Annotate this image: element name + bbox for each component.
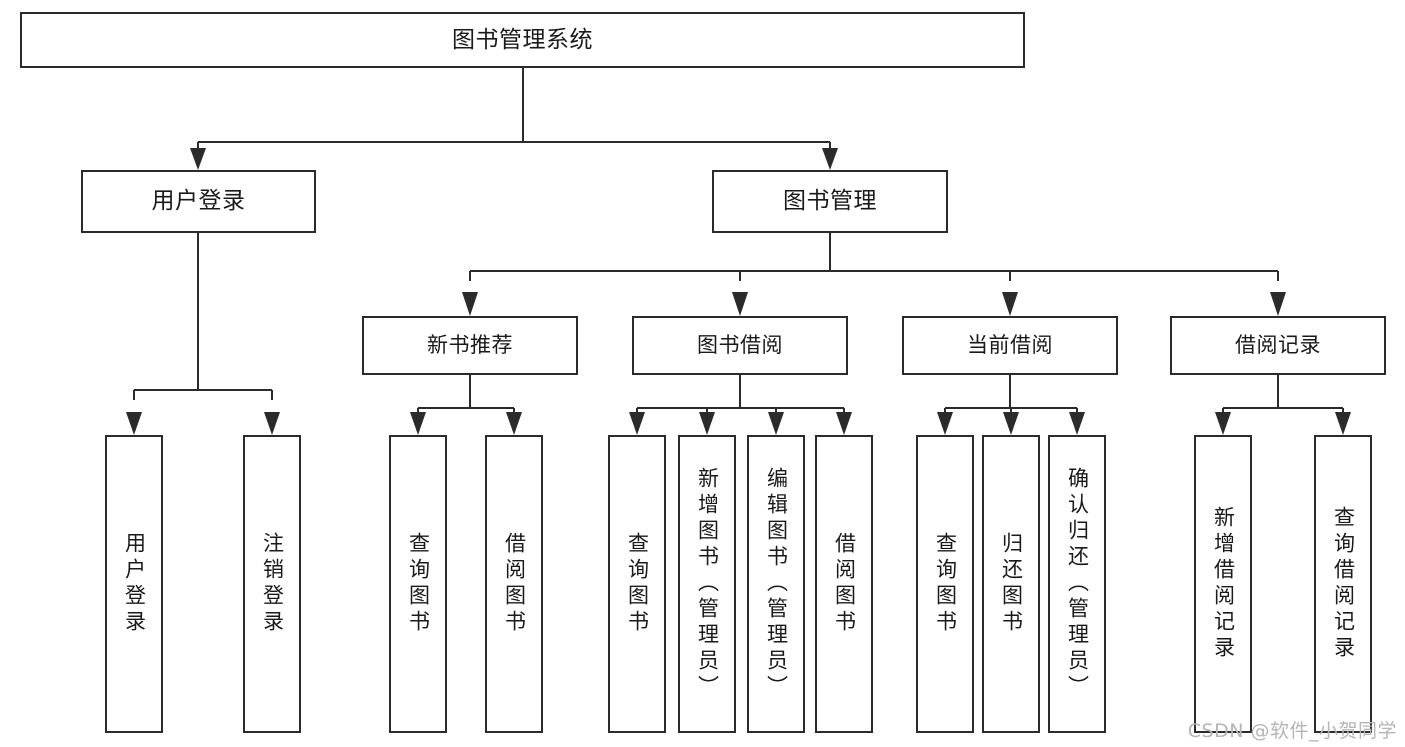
node-book-borrow-label: 图书借阅 [697, 333, 783, 358]
node-book-manage-label: 图书管理 [783, 188, 877, 215]
leaf-add-record[interactable]: 新增借阅记录 [1194, 435, 1252, 733]
leaf-logout-label: 注销登录 [260, 532, 285, 636]
leaf-add-record-label: 新增借阅记录 [1211, 506, 1236, 662]
leaf-edit-book-label: 编辑图书（管理员） [764, 467, 789, 701]
leaf-query-book-3[interactable]: 查询图书 [916, 435, 974, 733]
arrowhead-book-manage [822, 148, 838, 170]
arrowhead-new-book-rec [462, 292, 478, 316]
arrowhead-leaf-borrow-book-2 [836, 412, 852, 435]
leaf-query-book-2-label: 查询图书 [625, 532, 650, 636]
node-book-manage[interactable]: 图书管理 [712, 170, 948, 233]
node-root[interactable]: 图书管理系统 [20, 12, 1025, 68]
csdn-watermark: CSDN @软件_小贺同学 [1187, 720, 1397, 742]
leaf-add-book[interactable]: 新增图书（管理员） [678, 435, 736, 733]
leaf-query-book-3-label: 查询图书 [933, 532, 958, 636]
leaf-query-book-2[interactable]: 查询图书 [608, 435, 666, 733]
leaf-borrow-book-1-label: 借阅图书 [502, 532, 527, 636]
arrowhead-book-borrow [732, 292, 748, 316]
leaf-confirm-return-label: 确认归还（管理员） [1065, 467, 1090, 701]
arrowhead-leaf-return-book [1003, 412, 1019, 435]
arrowhead-user-login [190, 148, 206, 170]
arrowhead-borrow-record [1270, 292, 1286, 316]
node-borrow-record-label: 借阅记录 [1235, 333, 1321, 358]
leaf-confirm-return[interactable]: 确认归还（管理员） [1048, 435, 1106, 733]
node-user-login[interactable]: 用户登录 [81, 170, 316, 233]
leaf-query-record[interactable]: 查询借阅记录 [1314, 435, 1372, 733]
arrowhead-current-borrow [1002, 292, 1018, 316]
leaf-edit-book[interactable]: 编辑图书（管理员） [747, 435, 805, 733]
node-current-borrow-label: 当前借阅 [967, 333, 1053, 358]
arrowhead-leaf-user-login [126, 412, 142, 435]
node-user-login-label: 用户登录 [151, 188, 246, 215]
arrowhead-leaf-query-book-1 [410, 412, 426, 435]
leaf-user-login-label: 用户登录 [122, 532, 147, 636]
leaf-query-book-1[interactable]: 查询图书 [389, 435, 447, 733]
arrowhead-leaf-query-record [1335, 412, 1351, 435]
arrowhead-leaf-query-book-3 [937, 412, 953, 435]
arrowhead-leaf-edit-book [768, 412, 784, 435]
node-borrow-record[interactable]: 借阅记录 [1170, 316, 1386, 375]
leaf-borrow-book-2[interactable]: 借阅图书 [815, 435, 873, 733]
arrowhead-leaf-borrow-book-1 [506, 412, 522, 435]
arrowhead-leaf-add-record [1215, 412, 1231, 435]
arrowhead-leaf-query-book-2 [629, 412, 645, 435]
leaf-add-book-label: 新增图书（管理员） [695, 467, 720, 701]
node-root-label: 图书管理系统 [452, 26, 593, 53]
leaf-query-record-label: 查询借阅记录 [1331, 506, 1356, 662]
node-book-borrow[interactable]: 图书借阅 [632, 316, 848, 375]
node-new-book-rec-label: 新书推荐 [427, 333, 513, 358]
leaf-borrow-book-1[interactable]: 借阅图书 [485, 435, 543, 733]
leaf-borrow-book-2-label: 借阅图书 [832, 532, 857, 636]
arrowhead-leaf-add-book [699, 412, 715, 435]
node-current-borrow[interactable]: 当前借阅 [902, 316, 1118, 375]
leaf-return-book[interactable]: 归还图书 [982, 435, 1040, 733]
arrowhead-leaf-logout [264, 412, 280, 435]
leaf-query-book-1-label: 查询图书 [406, 532, 431, 636]
leaf-user-login[interactable]: 用户登录 [105, 435, 163, 733]
arrowhead-leaf-confirm-return [1069, 412, 1085, 435]
leaf-return-book-label: 归还图书 [999, 532, 1024, 636]
node-new-book-rec[interactable]: 新书推荐 [362, 316, 578, 375]
leaf-logout[interactable]: 注销登录 [243, 435, 301, 733]
